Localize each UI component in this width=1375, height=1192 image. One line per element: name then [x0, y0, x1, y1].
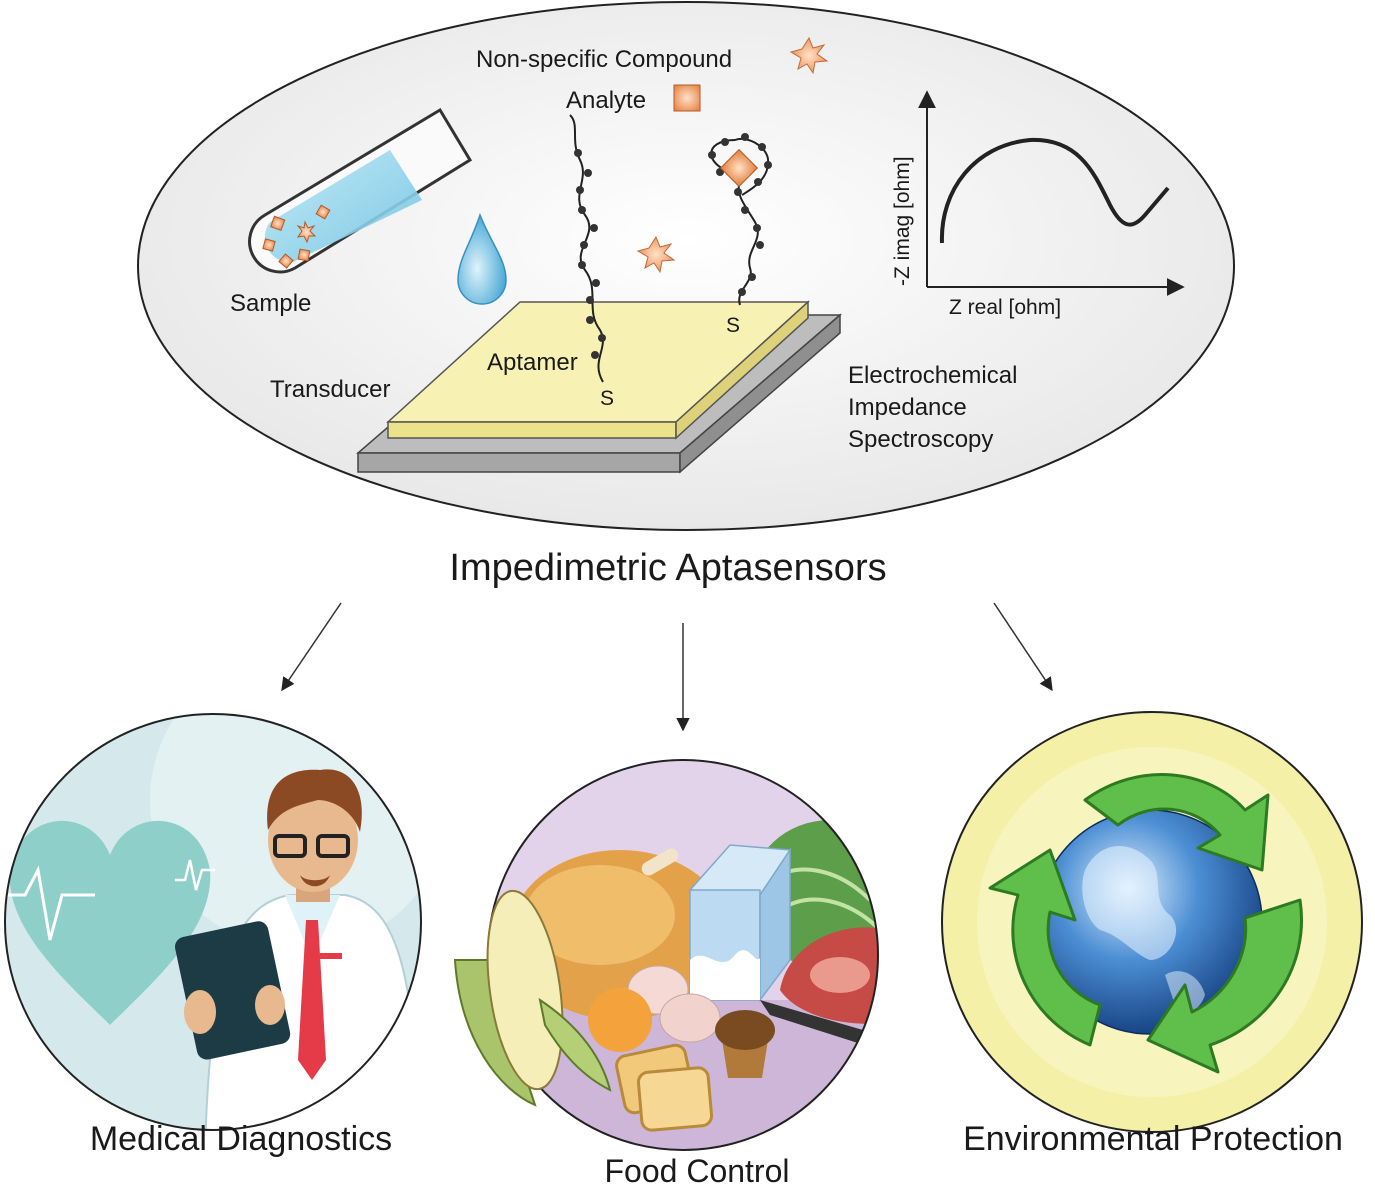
sulfur-label-2: S [726, 314, 740, 337]
arrow-to-medical [281, 602, 342, 692]
sulfur-label-1: S [600, 387, 614, 410]
aptamer-label: Aptamer [487, 349, 578, 376]
impedance-curve [939, 137, 1170, 244]
free-compound-icon [636, 235, 676, 274]
x-axis-label: Z real [ohm] [949, 296, 1061, 319]
test-tube-icon [248, 107, 473, 274]
transducer [355, 300, 843, 474]
food-control-label: Food Control [605, 1153, 790, 1189]
y-axis-label: -Z imag [ohm] [891, 156, 914, 286]
transducer-label: Transducer [270, 376, 391, 403]
aptamer-strand-bound [708, 133, 772, 306]
arrow-to-environment [993, 602, 1053, 692]
food-control-panel [453, 759, 879, 1151]
analyte-icon [673, 84, 701, 112]
nonspecific-compound-icon [789, 36, 829, 75]
aptamer-strand-unbound [569, 114, 606, 383]
food-icon [488, 820, 878, 1150]
droplet-icon [457, 212, 507, 305]
corn-icon [453, 889, 612, 1107]
sensor-schematic: Sample Non-specific Compound Analyte Tra… [137, 1, 1235, 531]
environmental-protection-panel [941, 711, 1363, 1133]
analyte-label: Analyte [566, 87, 646, 114]
medical-diagnostics-label: Medical Diagnostics [90, 1120, 392, 1158]
recycle-globe-icon [988, 773, 1303, 1074]
eis-label-line-2: Impedance [848, 394, 967, 421]
environmental-protection-label: Environmental Protection [963, 1120, 1343, 1158]
main-title: Impedimetric Aptasensors [449, 547, 886, 589]
eis-label-line-1: Electrochemical [848, 362, 1017, 389]
eis-label-line-3: Spectroscopy [848, 426, 993, 453]
sample-label: Sample [230, 290, 311, 317]
medical-diagnostics-panel [4, 713, 422, 1131]
nonspecific-compound-label: Non-specific Compound [476, 46, 732, 73]
nyquist-plot: Z real [ohm] -Z imag [ohm] [891, 90, 1185, 319]
doctor-icon [5, 714, 421, 1130]
